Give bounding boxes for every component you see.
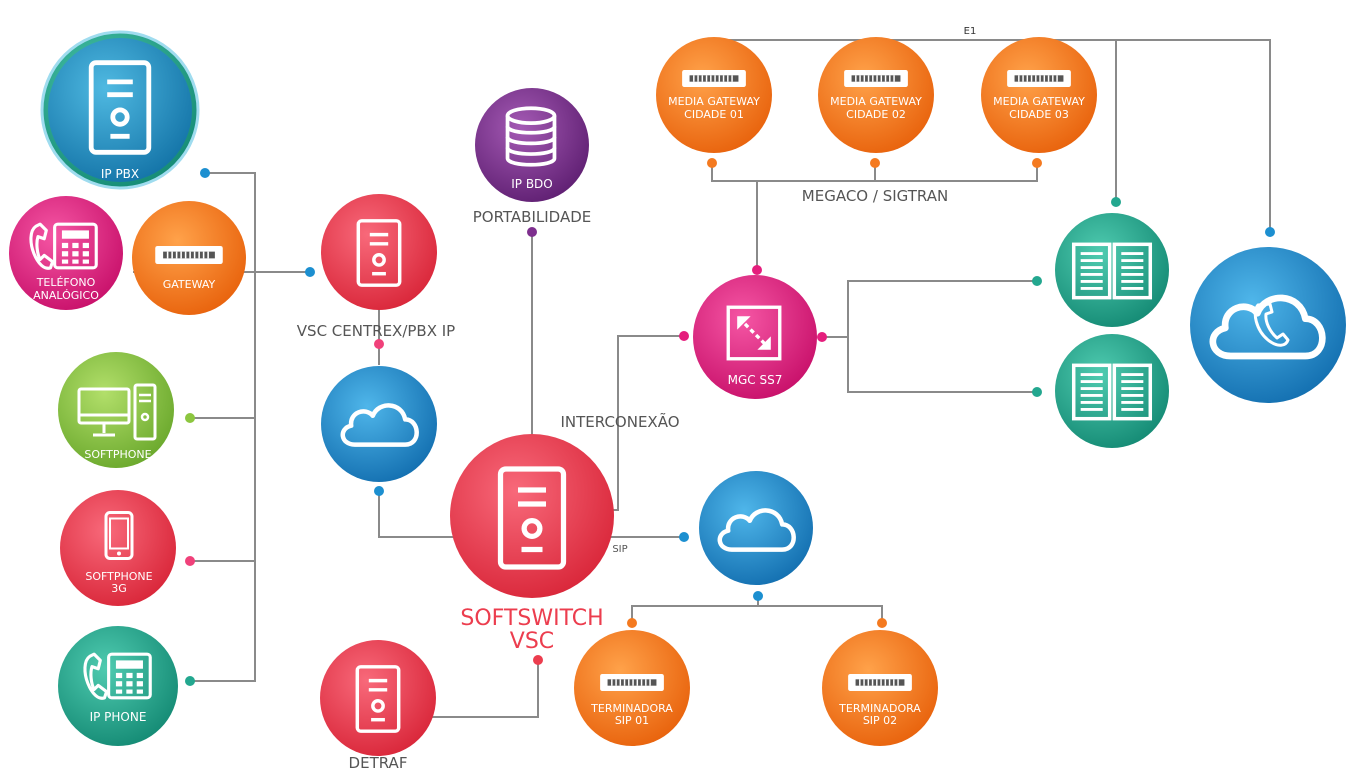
detraf-label: DETRAF <box>349 754 408 768</box>
node-book-2[interactable] <box>1055 334 1169 448</box>
gateway-label: GATEWAY <box>163 278 216 291</box>
softphone3g-label-2: 3G <box>111 582 127 595</box>
gateway-icon <box>599 674 665 691</box>
phone-handset-icon <box>1253 302 1290 347</box>
term2-label-1: TERMINADORA <box>838 702 921 715</box>
node-book-1[interactable] <box>1055 213 1169 327</box>
node-ip-bdo[interactable]: IP BDO <box>475 88 589 202</box>
telefono-label-1: TELÉFONO <box>36 276 96 289</box>
interconexao-label: INTERCONEXÃO <box>560 412 679 431</box>
gateway-icon <box>681 70 747 87</box>
node-telefono-analogico[interactable]: TELÉFONO ANALÓGICO <box>9 196 123 310</box>
node-mgc-ss7[interactable]: MGC SS7 <box>693 275 817 399</box>
connector-dots <box>185 158 1275 686</box>
node-softphone-3g[interactable]: SOFTPHONE 3G <box>60 490 176 606</box>
node-cloud-phone[interactable] <box>1190 247 1346 403</box>
node-cloud-left[interactable] <box>321 366 437 482</box>
gateway-icon <box>1006 70 1072 87</box>
portabilidade-label: PORTABILIDADE <box>473 208 592 226</box>
softphone-label: SOFTPHONE <box>84 448 151 461</box>
node-ip-pbx[interactable]: IP PBX <box>40 30 200 190</box>
mg1-label-1: MEDIA GATEWAY <box>668 95 760 108</box>
node-terminadora-sip-01[interactable]: TERMINADORA SIP 01 <box>574 630 690 746</box>
mg3-label-1: MEDIA GATEWAY <box>993 95 1085 108</box>
mgc-label: MGC SS7 <box>728 373 783 387</box>
mg2-label-1: MEDIA GATEWAY <box>830 95 922 108</box>
telefono-label-2: ANALÓGICO <box>33 289 99 302</box>
node-terminadora-sip-02[interactable]: TERMINADORA SIP 02 <box>822 630 938 746</box>
mg1-label-2: CIDADE 01 <box>684 108 744 121</box>
node-softswitch[interactable] <box>450 434 614 598</box>
node-detraf[interactable] <box>320 640 436 756</box>
gateway-icon <box>847 674 913 691</box>
node-vsc-centrex[interactable] <box>321 194 437 310</box>
megaco-label: MEGACO / SIGTRAN <box>802 187 948 205</box>
vsc-centrex-label: VSC CENTREX/PBX IP <box>297 322 455 340</box>
e1-label: E1 <box>964 26 977 37</box>
connector-lines <box>133 39 1271 718</box>
node-cloud-sip[interactable] <box>699 471 813 585</box>
term1-label-1: TERMINADORA <box>590 702 673 715</box>
node-gateway[interactable]: GATEWAY <box>132 201 246 315</box>
mg2-label-2: CIDADE 02 <box>846 108 906 121</box>
ip-bdo-label: IP BDO <box>511 177 553 191</box>
ip-phone-label: IP PHONE <box>90 710 147 724</box>
ip-pbx-label: IP PBX <box>101 167 139 181</box>
node-media-gateway-02[interactable]: MEDIA GATEWAY CIDADE 02 <box>818 37 934 153</box>
mg3-label-2: CIDADE 03 <box>1009 108 1069 121</box>
term2-label-2: SIP 02 <box>863 714 897 727</box>
node-media-gateway-01[interactable]: MEDIA GATEWAY CIDADE 01 <box>656 37 772 153</box>
node-media-gateway-03[interactable]: MEDIA GATEWAY CIDADE 03 <box>981 37 1097 153</box>
node-ip-phone[interactable]: IP PHONE <box>58 626 178 746</box>
gateway-icon <box>843 70 909 87</box>
sip-label: SIP <box>612 544 627 555</box>
softswitch-label-1: SOFTSWITCH <box>460 606 603 631</box>
softphone3g-label-1: SOFTPHONE <box>85 570 152 583</box>
term1-label-2: SIP 01 <box>615 714 649 727</box>
node-softphone[interactable]: SOFTPHONE <box>58 352 174 468</box>
softswitch-label-2: VSC <box>510 629 554 654</box>
gateway-icon <box>154 246 224 264</box>
